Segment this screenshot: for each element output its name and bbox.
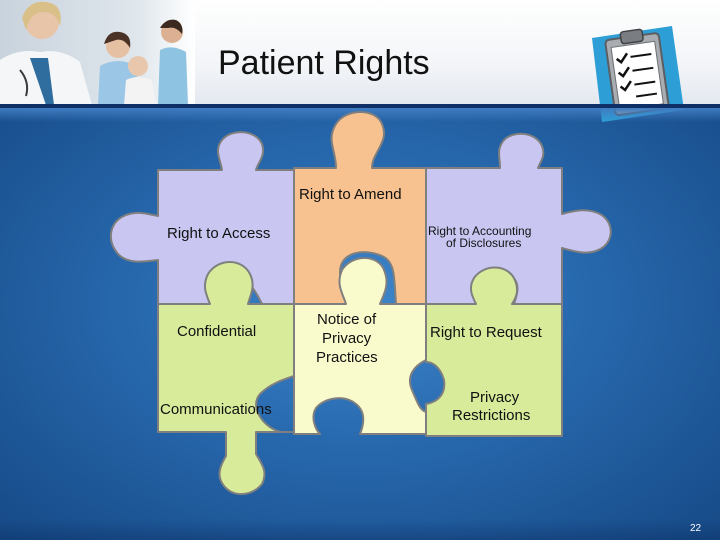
footer-band	[0, 519, 720, 540]
puzzle-piece-request	[425, 266, 563, 437]
puzzle-piece-notice	[293, 257, 427, 435]
label-right-to-accounting-line1: Right to Accounting	[428, 224, 532, 238]
label-privacy-restrictions-line2: Restrictions	[452, 407, 531, 424]
label-confidential: Confidential	[177, 323, 257, 340]
puzzle-piece-accounting	[425, 132, 612, 305]
header-band: Patient Rights	[0, 0, 720, 122]
label-notice-line1: Notice of	[317, 311, 377, 328]
medical-staff-photo	[0, 0, 195, 105]
label-notice-line3: Practices	[316, 349, 378, 366]
label-privacy-restrictions-line1: Privacy	[470, 389, 520, 406]
puzzle-piece-confidential	[157, 261, 295, 495]
label-communications: Communications	[160, 401, 272, 418]
page-number: 22	[690, 523, 702, 534]
puzzle-piece-access	[109, 131, 295, 305]
label-right-to-request: Right to Request	[430, 324, 542, 341]
label-right-to-access: Right to Access	[167, 225, 271, 242]
header-divider	[0, 104, 720, 108]
slide-title: Patient Rights	[218, 44, 430, 82]
label-notice-line2: Privacy	[322, 330, 372, 347]
label-right-to-accounting-line2: of Disclosures	[446, 236, 522, 250]
clipboard-checklist-icon	[592, 26, 684, 122]
label-right-to-amend: Right to Amend	[299, 186, 402, 203]
